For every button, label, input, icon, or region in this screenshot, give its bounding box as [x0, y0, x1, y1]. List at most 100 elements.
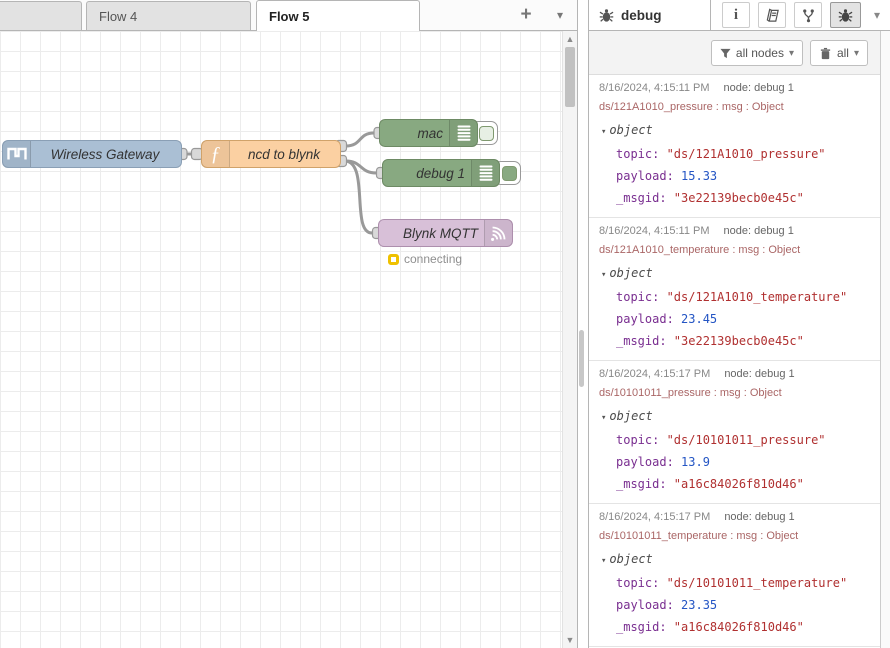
node-mac[interactable]: mac: [379, 119, 478, 147]
node-blynk-mqtt[interactable]: Blynk MQTT: [378, 219, 513, 247]
sidebar-tab-label: debug: [621, 8, 662, 23]
sidebar-splitter-handle[interactable]: [579, 330, 584, 387]
sidebar-header: debug i ▾: [589, 0, 890, 31]
property-value: "ds/10101011_pressure": [667, 433, 826, 447]
debug-scroll-gutter[interactable]: [880, 31, 890, 648]
debug-sidebar: debug i ▾ all nodes ▾: [588, 0, 890, 648]
bug-icon: [838, 8, 853, 23]
message-timestamp: 8/16/2024, 4:15:11 PM: [599, 82, 710, 94]
sidebar-tab-info-button[interactable]: i: [722, 2, 750, 28]
message-topic-line: ds/10101011_pressure : msg : Object: [599, 387, 872, 401]
message-timestamp: 8/16/2024, 4:15:17 PM: [599, 511, 710, 523]
message-meta: 8/16/2024, 4:15:11 PM node: debug 1: [599, 82, 872, 96]
square-wave-icon: [3, 141, 31, 167]
node-ncd-to-blynk[interactable]: ƒ ncd to blynk: [201, 140, 341, 168]
property-key: _msgid:: [616, 620, 674, 634]
property-key: topic:: [616, 576, 667, 590]
message-topic-line: ds/121A1010_temperature : msg : Object: [599, 244, 872, 258]
property-value: 23.35: [681, 598, 717, 612]
collapse-triangle-icon[interactable]: ▾: [601, 270, 606, 280]
wire[interactable]: [346, 133, 374, 146]
scroll-up-arrow[interactable]: ▲: [563, 32, 577, 46]
clear-messages-label: all: [837, 46, 849, 60]
object-label: object: [609, 552, 652, 566]
message-meta: 8/16/2024, 4:15:17 PM node: debug 1: [599, 511, 872, 525]
bug-icon: [599, 8, 614, 23]
property-key: payload:: [616, 455, 681, 469]
sidebar-tab-help-button[interactable]: [758, 2, 786, 28]
message-object-tree: ▾object topic: "ds/121A1010_temperature"…: [599, 262, 872, 352]
property-value: "3e22139becb0e45c": [674, 334, 804, 348]
node-wireless-gateway[interactable]: Wireless Gateway: [2, 140, 182, 168]
message-object-tree: ▾object topic: "ds/10101011_temperature"…: [599, 548, 872, 638]
message-timestamp: 8/16/2024, 4:15:17 PM: [599, 368, 710, 380]
property-key: _msgid:: [616, 477, 674, 491]
sidebar-tab-context-button[interactable]: [794, 2, 822, 28]
tab-flow-4-label: Flow 4: [99, 9, 137, 24]
collapse-triangle-icon[interactable]: ▾: [601, 413, 606, 423]
message-object-tree: ▾object topic: "ds/121A1010_pressure" pa…: [599, 119, 872, 209]
funnel-icon: [720, 48, 731, 59]
debug-message: 8/16/2024, 4:15:17 PM node: debug 1 ds/10…: [589, 504, 880, 647]
status-text: connecting: [404, 252, 462, 266]
debug-message: 8/16/2024, 4:15:11 PMnode: debug 1 ds/12…: [589, 75, 880, 218]
property-value: 23.45: [681, 312, 717, 326]
property-value: "ds/10101011_temperature": [667, 576, 848, 590]
message-timestamp: 8/16/2024, 4:15:11 PM: [599, 225, 710, 237]
message-source-node: node: debug 1: [724, 511, 794, 523]
property-key: topic:: [616, 433, 667, 447]
tab-flow-5-label: Flow 5: [269, 9, 309, 24]
workspace-tab-bar: Flow 4 Flow 5 + ▾: [0, 0, 577, 31]
collapse-triangle-icon[interactable]: ▾: [601, 127, 606, 137]
flow-canvas[interactable]: Wireless Gateway ƒ ncd to blynk mac debu…: [0, 31, 577, 648]
message-meta: 8/16/2024, 4:15:11 PM node: debug 1: [599, 225, 872, 239]
scroll-down-arrow[interactable]: ▼: [563, 633, 577, 647]
sidebar-tabs-dropdown[interactable]: ▾: [866, 2, 888, 28]
property-value: "a16c84026f810d46": [674, 477, 804, 491]
object-label: object: [609, 409, 652, 423]
property-value: 15.33: [681, 169, 717, 183]
message-topic-line: ds/10101011_temperature : msg : Object: [599, 530, 872, 544]
filter-nodes-button[interactable]: all nodes ▾: [711, 40, 803, 66]
canvas-scrollbar[interactable]: ▲ ▼: [562, 31, 577, 648]
trash-icon: [819, 47, 832, 60]
message-source-node: node: debug 1: [724, 225, 794, 237]
property-key: payload:: [616, 598, 681, 612]
flow-list-dropdown-button[interactable]: ▾: [546, 0, 574, 30]
scrollbar-thumb[interactable]: [565, 47, 575, 107]
property-value: "ds/121A1010_pressure": [667, 147, 826, 161]
add-flow-button[interactable]: +: [512, 0, 540, 30]
object-label: object: [609, 123, 652, 137]
tab-partial[interactable]: [0, 1, 82, 30]
message-source-node: node: debug 1: [724, 82, 794, 94]
book-icon: [765, 8, 780, 23]
tab-flow-4[interactable]: Flow 4: [86, 1, 251, 30]
property-key: topic:: [616, 147, 667, 161]
chevron-down-icon: ▾: [557, 8, 563, 22]
collapse-triangle-icon[interactable]: ▾: [601, 556, 606, 566]
broadcast-icon: [484, 220, 512, 246]
node-debug-1[interactable]: debug 1: [382, 159, 500, 187]
canvas-sidebar-divider: [577, 0, 578, 648]
debug-toggle-mac-state: [479, 126, 494, 141]
debug-message: 8/16/2024, 4:15:17 PMnode: debug 1 ds/10…: [589, 361, 880, 504]
property-key: payload:: [616, 312, 681, 326]
property-key: _msgid:: [616, 334, 674, 348]
clear-messages-button[interactable]: all ▾: [810, 40, 868, 66]
property-value: 13.9: [681, 455, 710, 469]
sidebar-tab-debug-button[interactable]: [830, 2, 861, 28]
property-value: "3e22139becb0e45c": [674, 191, 804, 205]
message-object-tree: ▾object topic: "ds/10101011_pressure" pa…: [599, 405, 872, 495]
debug-message-list[interactable]: 8/16/2024, 4:15:11 PM node: debug 1 ds/12…: [589, 75, 880, 648]
debug-lines-icon: [471, 160, 499, 186]
tab-flow-5[interactable]: Flow 5: [256, 0, 420, 31]
chevron-down-icon: ▾: [874, 8, 880, 22]
status-ring-icon: [388, 254, 399, 265]
debug-toggle-debug1-state: [502, 166, 517, 181]
sidebar-tab-debug[interactable]: debug: [589, 0, 711, 30]
message-meta: 8/16/2024, 4:15:17 PMnode: debug 1: [599, 368, 872, 382]
property-value: "ds/121A1010_temperature": [667, 290, 848, 304]
function-icon: ƒ: [202, 141, 230, 167]
property-value: "a16c84026f810d46": [674, 620, 804, 634]
